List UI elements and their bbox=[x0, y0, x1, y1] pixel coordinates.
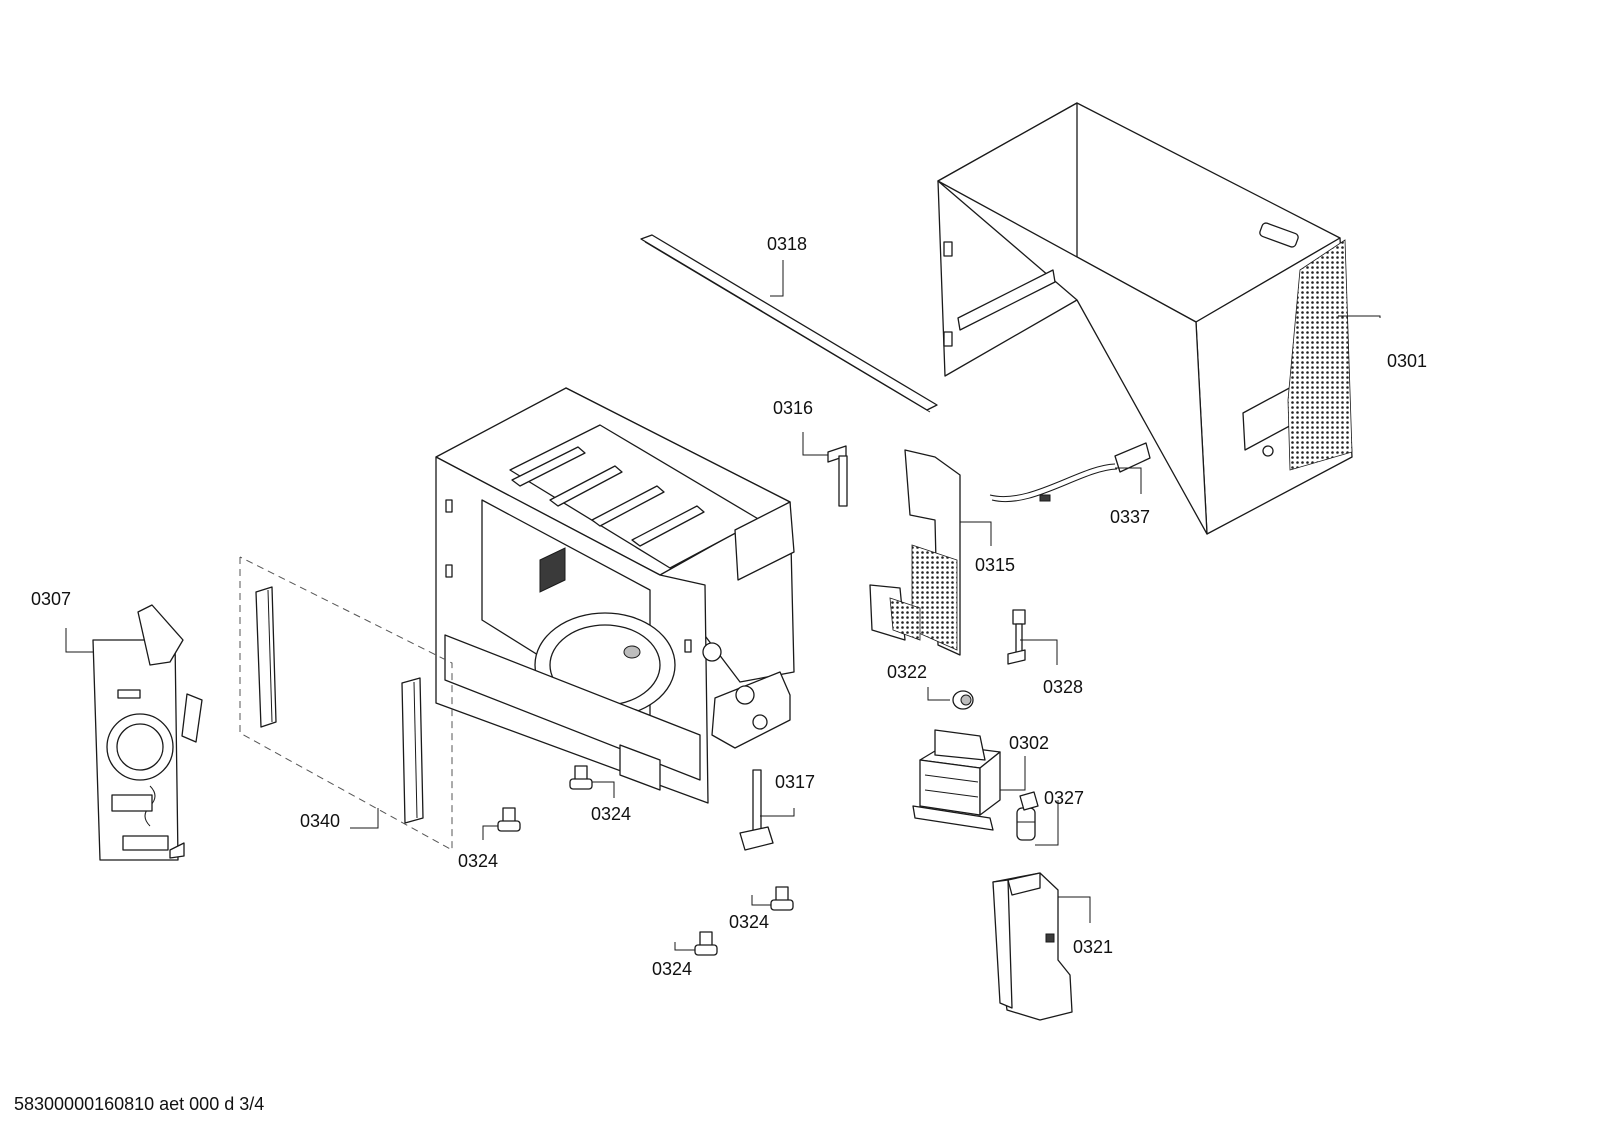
bracket-0317-part bbox=[739, 769, 774, 851]
outer-casing-part bbox=[937, 102, 1353, 535]
foot-0324c-part bbox=[770, 886, 794, 911]
foot-0324a-part bbox=[569, 765, 593, 790]
mounting-rail-part bbox=[640, 234, 938, 413]
power-cord-part bbox=[989, 442, 1151, 503]
label-0317: 0317 bbox=[775, 772, 815, 792]
label-0302: 0302 bbox=[1009, 733, 1049, 753]
leader-lines bbox=[65, 260, 1381, 951]
transformer-part bbox=[912, 729, 1001, 831]
foot-0324d-part bbox=[694, 931, 718, 956]
side-panel-part bbox=[869, 449, 961, 656]
label-0327: 0327 bbox=[1044, 788, 1084, 808]
label-0340: 0340 bbox=[300, 811, 340, 831]
knob-0322-part bbox=[952, 690, 974, 710]
bracket-0316-part bbox=[827, 445, 848, 507]
label-0328: 0328 bbox=[1043, 677, 1083, 697]
label-0324-b: 0324 bbox=[458, 851, 498, 871]
air-duct-part bbox=[992, 872, 1073, 1021]
part-0327 bbox=[1016, 791, 1039, 841]
document-reference-footer: 58300000160810 aet 000 d 3/4 bbox=[14, 1094, 264, 1114]
label-0316: 0316 bbox=[773, 398, 813, 418]
label-0321: 0321 bbox=[1073, 937, 1113, 957]
label-0307: 0307 bbox=[31, 589, 71, 609]
label-0337: 0337 bbox=[1110, 507, 1150, 527]
label-0301: 0301 bbox=[1387, 351, 1427, 371]
oven-cavity-part bbox=[435, 387, 795, 804]
door-seal-strips-part bbox=[239, 556, 453, 851]
part-0328 bbox=[1007, 609, 1026, 665]
label-0324-d: 0324 bbox=[652, 959, 692, 979]
label-0315: 0315 bbox=[975, 555, 1015, 575]
label-0324-c: 0324 bbox=[729, 912, 769, 932]
label-0318: 0318 bbox=[767, 234, 807, 254]
label-0324-a: 0324 bbox=[591, 804, 631, 824]
foot-0324b-part bbox=[497, 807, 521, 832]
label-0322: 0322 bbox=[887, 662, 927, 682]
door-interlock-part bbox=[92, 604, 203, 861]
